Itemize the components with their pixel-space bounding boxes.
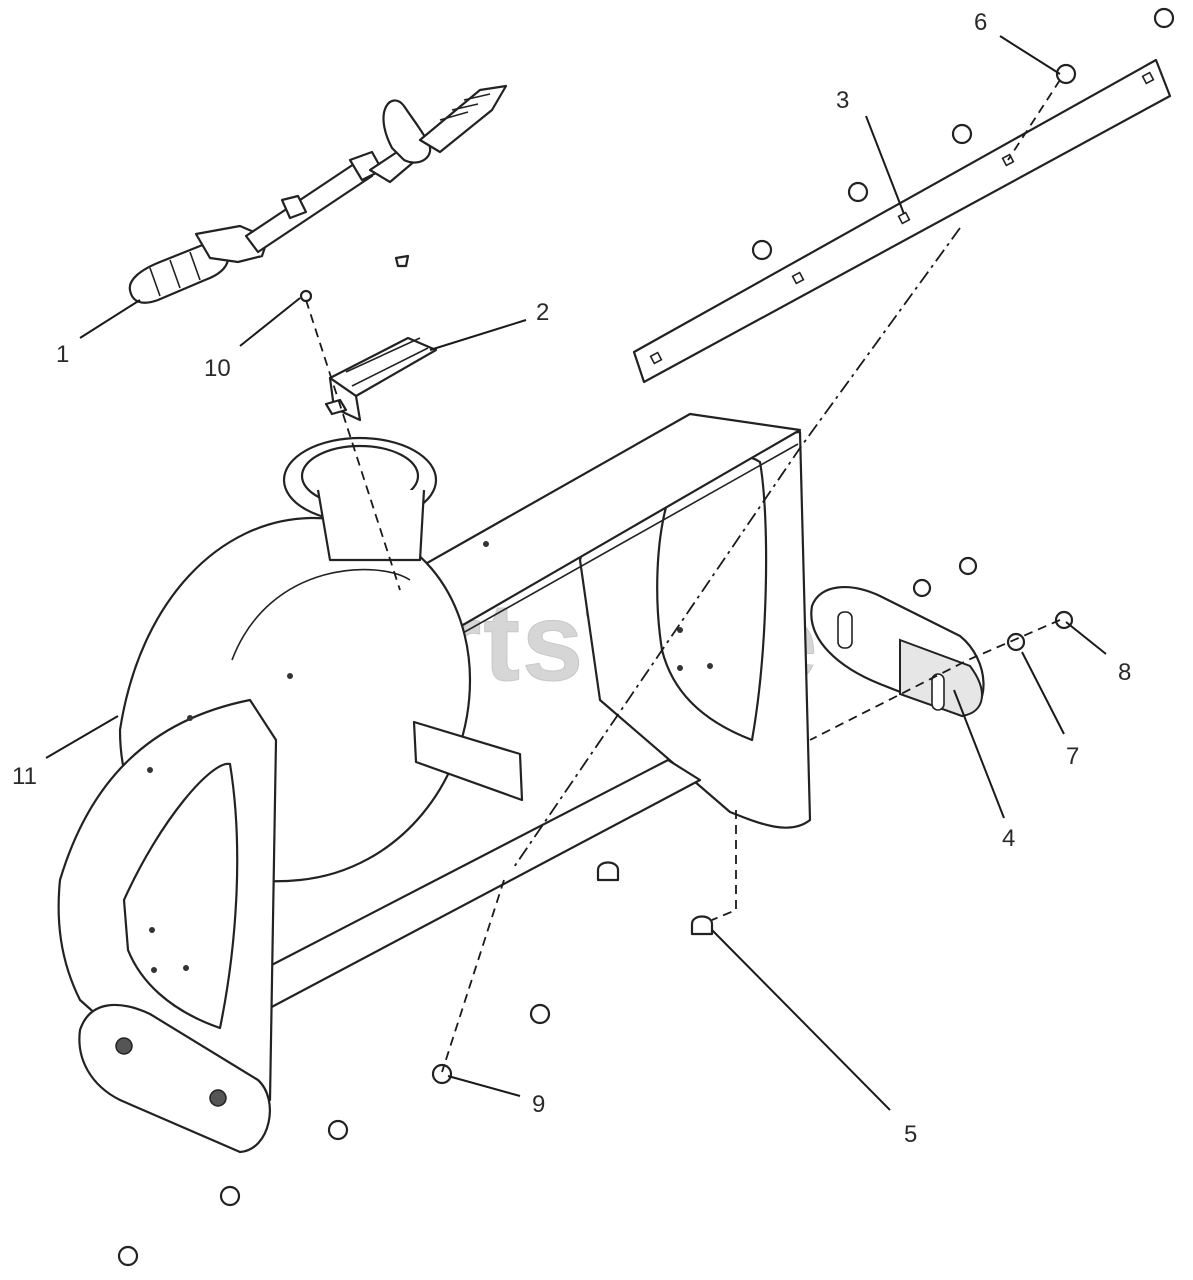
nuts-and-washers: [912, 556, 1074, 652]
callout-8: 8: [1118, 659, 1131, 686]
callout-4: 4: [1002, 825, 1015, 852]
nuts-9: [117, 1003, 551, 1267]
callout-9: 9: [532, 1091, 545, 1118]
leader-lines: [45, 35, 1107, 1111]
assembly-lines: [305, 79, 1061, 1073]
carriage-bolts-6: [751, 7, 1175, 261]
callout-2: 2: [536, 299, 549, 326]
callout-7: 7: [1066, 743, 1079, 770]
callout-labels: 1 2 3 4 5 6 7 8 9 10 11: [12, 9, 1131, 1148]
carriage-bolts-5: [596, 861, 714, 936]
callout-1: 1: [56, 341, 69, 368]
callout-6: 6: [974, 9, 987, 36]
screw-10: [299, 254, 410, 303]
callout-10: 10: [204, 355, 231, 382]
callout-3: 3: [836, 87, 849, 114]
skid-shoe: [810, 586, 985, 718]
scraper-bar: [632, 58, 1172, 384]
callout-5: 5: [904, 1121, 917, 1148]
auger-housing: [57, 412, 812, 1154]
chute-bracket: [324, 336, 438, 422]
chute-crank-assembly: [128, 84, 508, 304]
callout-11: 11: [12, 763, 37, 790]
